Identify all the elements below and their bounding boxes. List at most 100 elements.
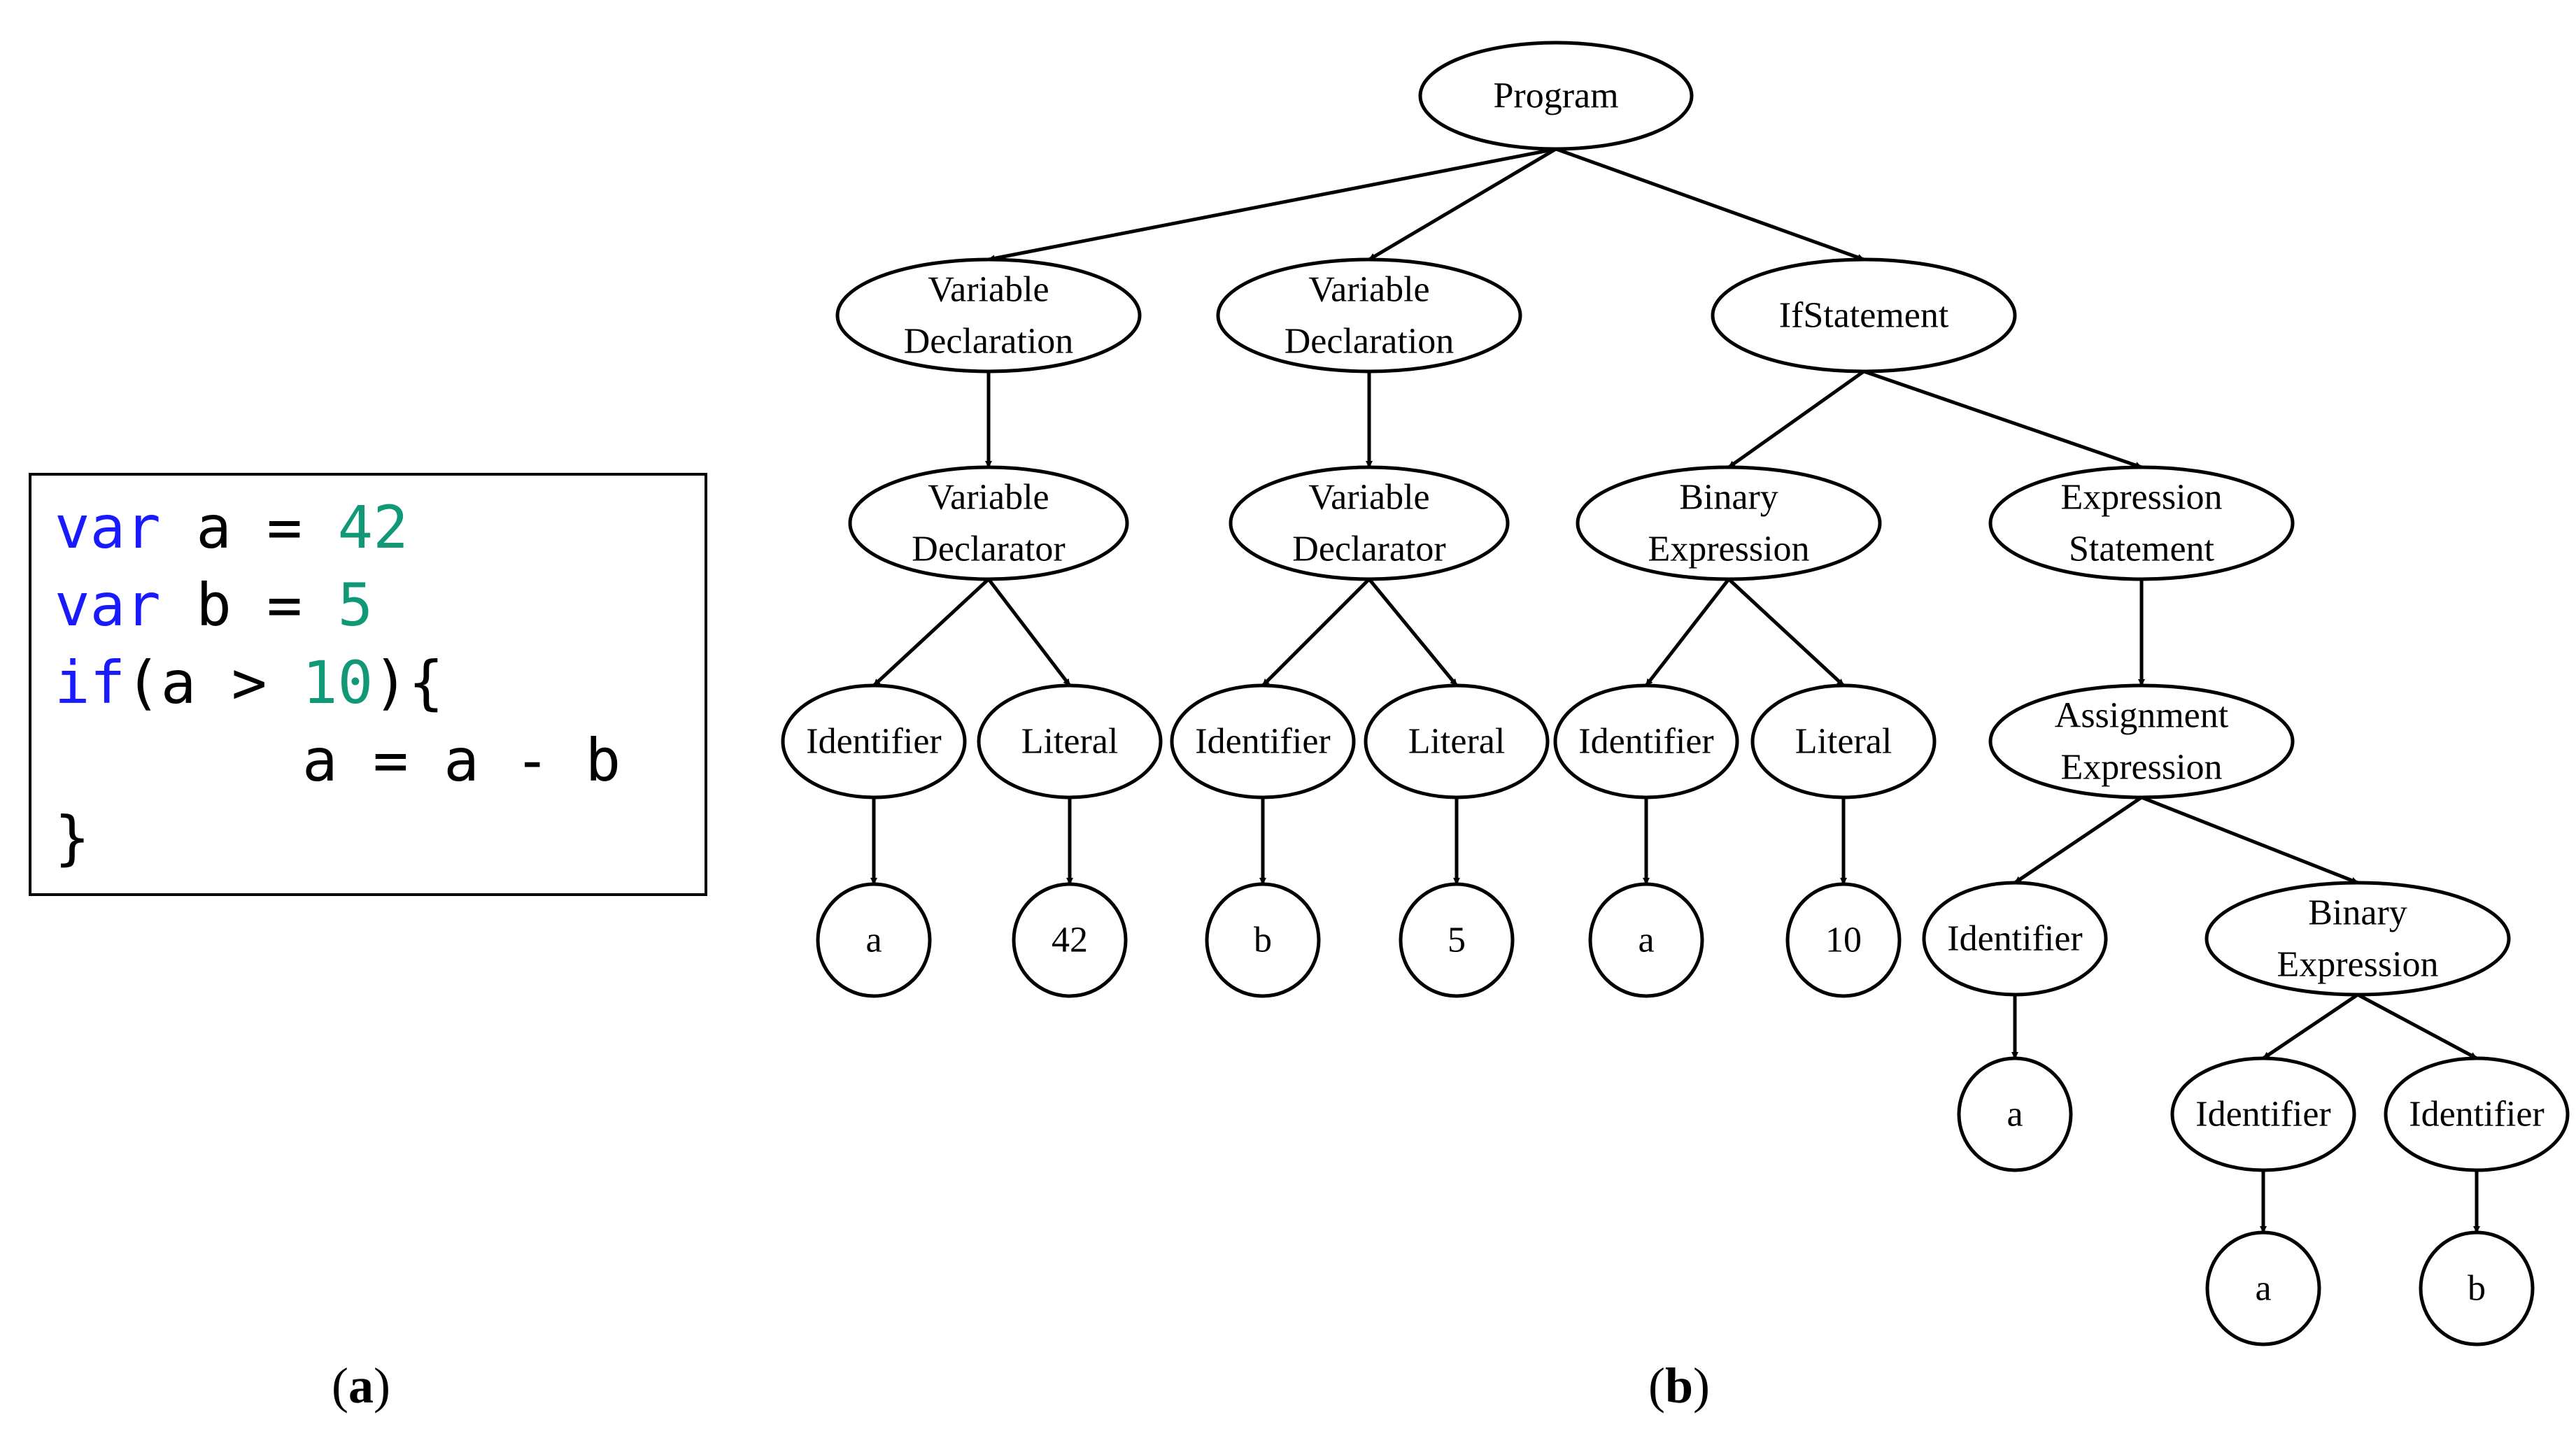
node-label: Variable [928, 270, 1049, 310]
node-label: Declaration [904, 322, 1074, 362]
node-shape [1012, 882, 1128, 998]
node-shape [2205, 1230, 2321, 1346]
panel-label-b: (b) [1648, 1358, 1710, 1414]
code-token-number: 42 [338, 493, 409, 562]
node-label: Expression [2277, 945, 2438, 985]
node-shape [1711, 257, 2017, 374]
edge-binexp2-to-id6 [2356, 993, 2478, 1060]
tree-edges [870, 147, 2480, 1233]
node-shape [1750, 683, 1937, 799]
code-token-text: a = [161, 493, 338, 562]
node-label: Declarator [1292, 529, 1445, 569]
tree-node-id5: Identifier [2170, 1056, 2356, 1172]
code-line: a = a - b [55, 726, 621, 795]
node-label: a [2255, 1269, 2271, 1309]
node-shape [1170, 683, 1356, 799]
code-line: var b = 5 [55, 571, 373, 639]
edge-program-to-vardecl2 [1368, 147, 1557, 262]
node-label: Expression [1648, 529, 1809, 569]
node-shape [1922, 881, 2108, 997]
node-label: b [1254, 921, 1272, 960]
tree-node-id4: Identifier [1922, 881, 2108, 997]
node-shape [816, 882, 932, 998]
code-token-text: a = a - b [55, 726, 621, 795]
node-shape [835, 257, 1142, 374]
edge-ifstmt-to-binexp1 [1727, 369, 1865, 469]
node-label: Identifier [1578, 722, 1713, 762]
node-label: Identifier [2409, 1095, 2544, 1135]
node-shape [2419, 1230, 2535, 1346]
node-label: Statement [2069, 529, 2215, 569]
node-shape [1785, 882, 1902, 998]
node-label: Variable [1308, 270, 1429, 310]
code-line: var a = 42 [55, 493, 409, 562]
node-label: Identifier [1947, 919, 2082, 959]
tree-node-lit3: Literal [1750, 683, 1937, 799]
node-label: Declaration [1285, 322, 1455, 362]
node-shape [2205, 881, 2511, 997]
node-label: Identifier [806, 722, 941, 762]
node-shape [2170, 1056, 2356, 1172]
code-token-text: ){ [373, 648, 444, 717]
code-token-text: b = [161, 571, 338, 639]
node-shape [977, 683, 1163, 799]
code-token-text: (a > [125, 648, 302, 717]
tree-node-lit2: Literal [1364, 683, 1550, 799]
tree-node-id2: Identifier [1170, 683, 1356, 799]
edge-binexp1-to-id3 [1645, 578, 1730, 687]
node-label: Binary [1679, 478, 1778, 518]
code-token-number: 5 [338, 571, 374, 639]
node-shape [1588, 882, 1704, 998]
node-label: Literal [1795, 722, 1892, 762]
node-label: b [2468, 1269, 2486, 1309]
node-label: a [2007, 1095, 2023, 1135]
node-shape [1988, 683, 2295, 799]
code-token-keyword: if [55, 648, 125, 717]
node-shape [1205, 882, 1321, 998]
node-label: a [1638, 921, 1654, 960]
edge-vardeclr2-to-id2 [1261, 578, 1371, 687]
code-token-keyword: var [55, 571, 161, 639]
node-label: Variable [928, 478, 1049, 518]
node-label: Identifier [2195, 1095, 2330, 1135]
tree-node-val_5: 5 [1399, 882, 1515, 998]
code-token-number: 10 [302, 648, 373, 717]
edge-assignexp-to-binexp2 [2141, 795, 2358, 885]
node-label: Variable [1308, 478, 1429, 518]
node-shape [1988, 465, 2295, 581]
code-token-keyword: var [55, 493, 161, 562]
node-shape [1957, 1056, 2073, 1172]
node-label: Binary [2308, 893, 2407, 933]
node-label: 42 [1052, 921, 1088, 960]
node-label: Assignment [2055, 696, 2229, 736]
tree-node-id6: Identifier [2384, 1056, 2570, 1172]
tree-node-id3: Identifier [1553, 683, 1739, 799]
node-label: IfStatement [1779, 296, 1949, 336]
node-shape [1553, 683, 1739, 799]
tree-nodes: ProgramVariableDeclarationVariableDeclar… [781, 41, 2570, 1346]
edge-program-to-ifstmt [1555, 147, 1864, 262]
edge-assignexp-to-id4 [2014, 795, 2143, 885]
tree-node-val_b1: b [1205, 882, 1321, 998]
tree-node-val_a4: a [2205, 1230, 2321, 1346]
edge-vardeclr1-to-lit1 [987, 578, 1071, 687]
tree-node-lit1: Literal [977, 683, 1163, 799]
tree-node-id1: Identifier [781, 683, 967, 799]
tree-node-val_a3: a [1957, 1056, 2073, 1172]
node-label: 10 [1825, 921, 1862, 960]
tree-node-val_b2: b [2419, 1230, 2535, 1346]
node-shape [1576, 465, 1882, 581]
node-shape [2384, 1056, 2570, 1172]
tree-node-val_a1: a [816, 882, 932, 998]
edge-binexp1-to-lit3 [1727, 578, 1845, 687]
code-line: } [55, 804, 90, 872]
edge-program-to-vardecl1 [988, 147, 1557, 262]
